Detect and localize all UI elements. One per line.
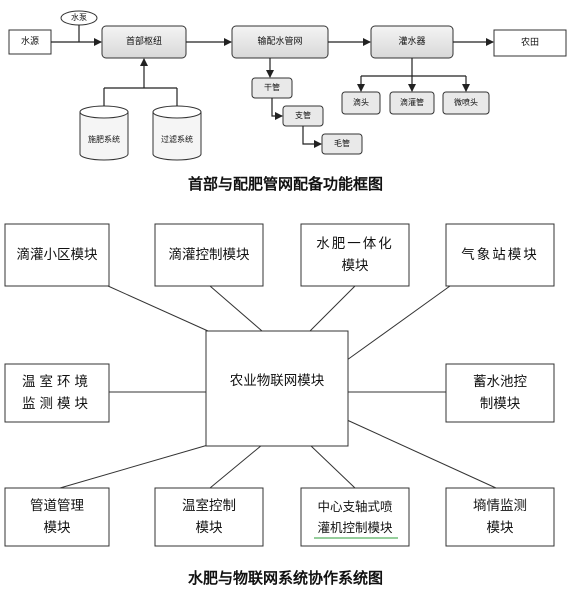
link-soil (346, 419, 497, 489)
soil-line2: 模块 (486, 520, 514, 536)
pipe-mgmt-box (4, 487, 110, 547)
farmland-label: 农田 (520, 37, 539, 48)
center-label: 农业物联网模块 (229, 372, 325, 389)
soil-line1: 墒情监测 (473, 497, 527, 514)
water-source-box (8, 29, 52, 55)
integration-box (300, 223, 410, 287)
reservoir-label: 蓄水池控 制模块 (446, 364, 554, 422)
center-box (205, 330, 349, 447)
soil-label: 墒情监测 模块 (446, 488, 554, 546)
integration-label: 水肥一体化 模块 (301, 224, 409, 286)
greenhouse-ctrl-box (154, 487, 264, 547)
drip-control-label: 滴灌控制模块 (168, 246, 250, 263)
filter-system-label: 过滤系统 (161, 135, 193, 145)
link-drip-control (209, 285, 263, 332)
link-integration (309, 285, 356, 332)
greenhouse-ctrl-line1: 温室控制 (182, 497, 236, 514)
capillary-pipe-box (321, 133, 363, 155)
irrigator-label: 灌水器 (398, 36, 426, 47)
pipe-mgmt-line2: 模块 (43, 520, 71, 536)
caption-diagram2: 水肥与物联网系统协作系统图 (187, 569, 383, 587)
arrow-branch-capillary (302, 126, 322, 148)
weather-label: 气象站模块 (461, 246, 539, 263)
weather-box (445, 223, 555, 287)
integration-line1: 水肥一体化 (316, 235, 394, 252)
reservoir-box (445, 363, 555, 423)
link-pipe-mgmt (59, 444, 209, 489)
drip-zone-box (4, 223, 110, 287)
drip-control-box (154, 223, 264, 287)
greenhouse-env-box (4, 363, 110, 423)
drip-zone-label: 滴灌小区模块 (16, 246, 98, 263)
integration-line2: 模块 (341, 258, 369, 274)
farmland-box (493, 29, 567, 57)
dripper-label: 滴头 (353, 98, 369, 108)
greenhouse-ctrl-line2: 模块 (195, 520, 223, 536)
link-weather (346, 285, 451, 361)
pipe-mgmt-line1: 管道管理 (30, 497, 84, 514)
fertilizer-system-label: 施肥系统 (88, 135, 120, 145)
filter-cylinder (152, 105, 202, 161)
drip-tube-box (389, 91, 435, 115)
soil-box (445, 487, 555, 547)
pivot-box (300, 487, 410, 547)
micro-sprinkler-box (442, 91, 490, 115)
reservoir-line1: 蓄水池控 (473, 373, 527, 390)
capillary-pipe-label: 毛管 (334, 139, 350, 149)
greenhouse-ctrl-label: 温室控制 模块 (155, 488, 263, 546)
link-drip-zone (107, 285, 209, 332)
distribution-network-label: 输配水管网 (257, 36, 303, 47)
micro-sprinkler-label: 微喷头 (454, 98, 478, 108)
pump-label: 水泵 (71, 13, 87, 23)
dripper-box (341, 91, 381, 115)
greenhouse-env-line1: 温室环境 (22, 373, 92, 390)
head-hub-label: 首部枢纽 (125, 36, 162, 47)
branch-pipe-label: 支管 (295, 111, 311, 121)
water-source-label: 水源 (20, 36, 39, 47)
caption-diagram1: 首部与配肥管网配备功能框图 (187, 175, 383, 193)
reservoir-line2: 制模块 (479, 396, 521, 412)
pivot-label: 中心支轴式喷 灌机控制模块 (301, 488, 409, 546)
pivot-line1: 中心支轴式喷 (317, 499, 393, 514)
drip-tube-label: 滴灌管 (400, 98, 424, 108)
greenhouse-env-line2: 监测模块 (22, 396, 92, 412)
arrow-main-branch (271, 98, 283, 120)
fertilizer-cylinder (79, 105, 129, 161)
main-pipe-label: 干管 (264, 83, 280, 93)
pivot-line2: 灌机控制模块 (317, 520, 393, 535)
greenhouse-env-label: 温室环境 监测模块 (5, 364, 109, 422)
link-pivot (309, 444, 356, 489)
link-greenhouse-ctrl (209, 444, 263, 489)
pipe-mgmt-label: 管道管理 模块 (5, 488, 109, 546)
